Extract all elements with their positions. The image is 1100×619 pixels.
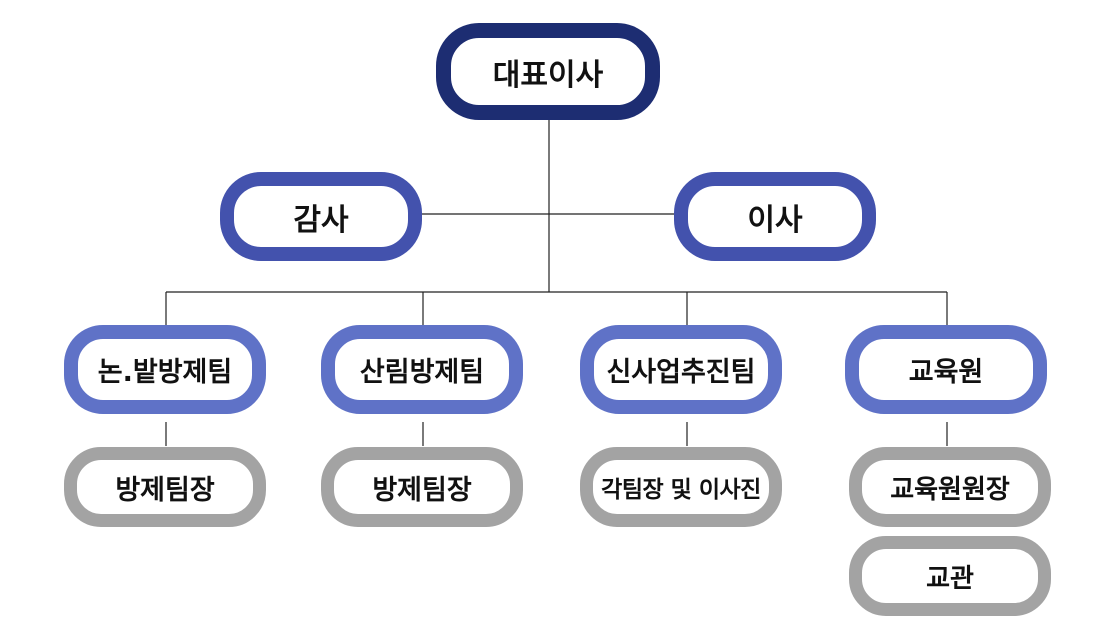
role-node-leaders-and-directors: 각팀장 및 이사진 — [580, 447, 782, 527]
role-node-team-leader-1: 방제팀장 — [64, 447, 266, 527]
auditor-node: 감사 — [220, 172, 422, 261]
team-node-new-business: 신사업추진팀 — [580, 325, 782, 414]
team-node-field-pest-control: 논.밭방제팀 — [64, 325, 266, 414]
role-node-education-director: 교육원원장 — [849, 447, 1051, 527]
ceo-node: 대표이사 — [436, 23, 660, 120]
role-node-instructor: 교관 — [849, 536, 1051, 616]
team-node-education-center: 교육원 — [845, 325, 1047, 414]
role-node-team-leader-2: 방제팀장 — [321, 447, 523, 527]
director-node: 이사 — [674, 172, 876, 261]
team-node-forest-pest-control: 산림방제팀 — [321, 325, 523, 414]
